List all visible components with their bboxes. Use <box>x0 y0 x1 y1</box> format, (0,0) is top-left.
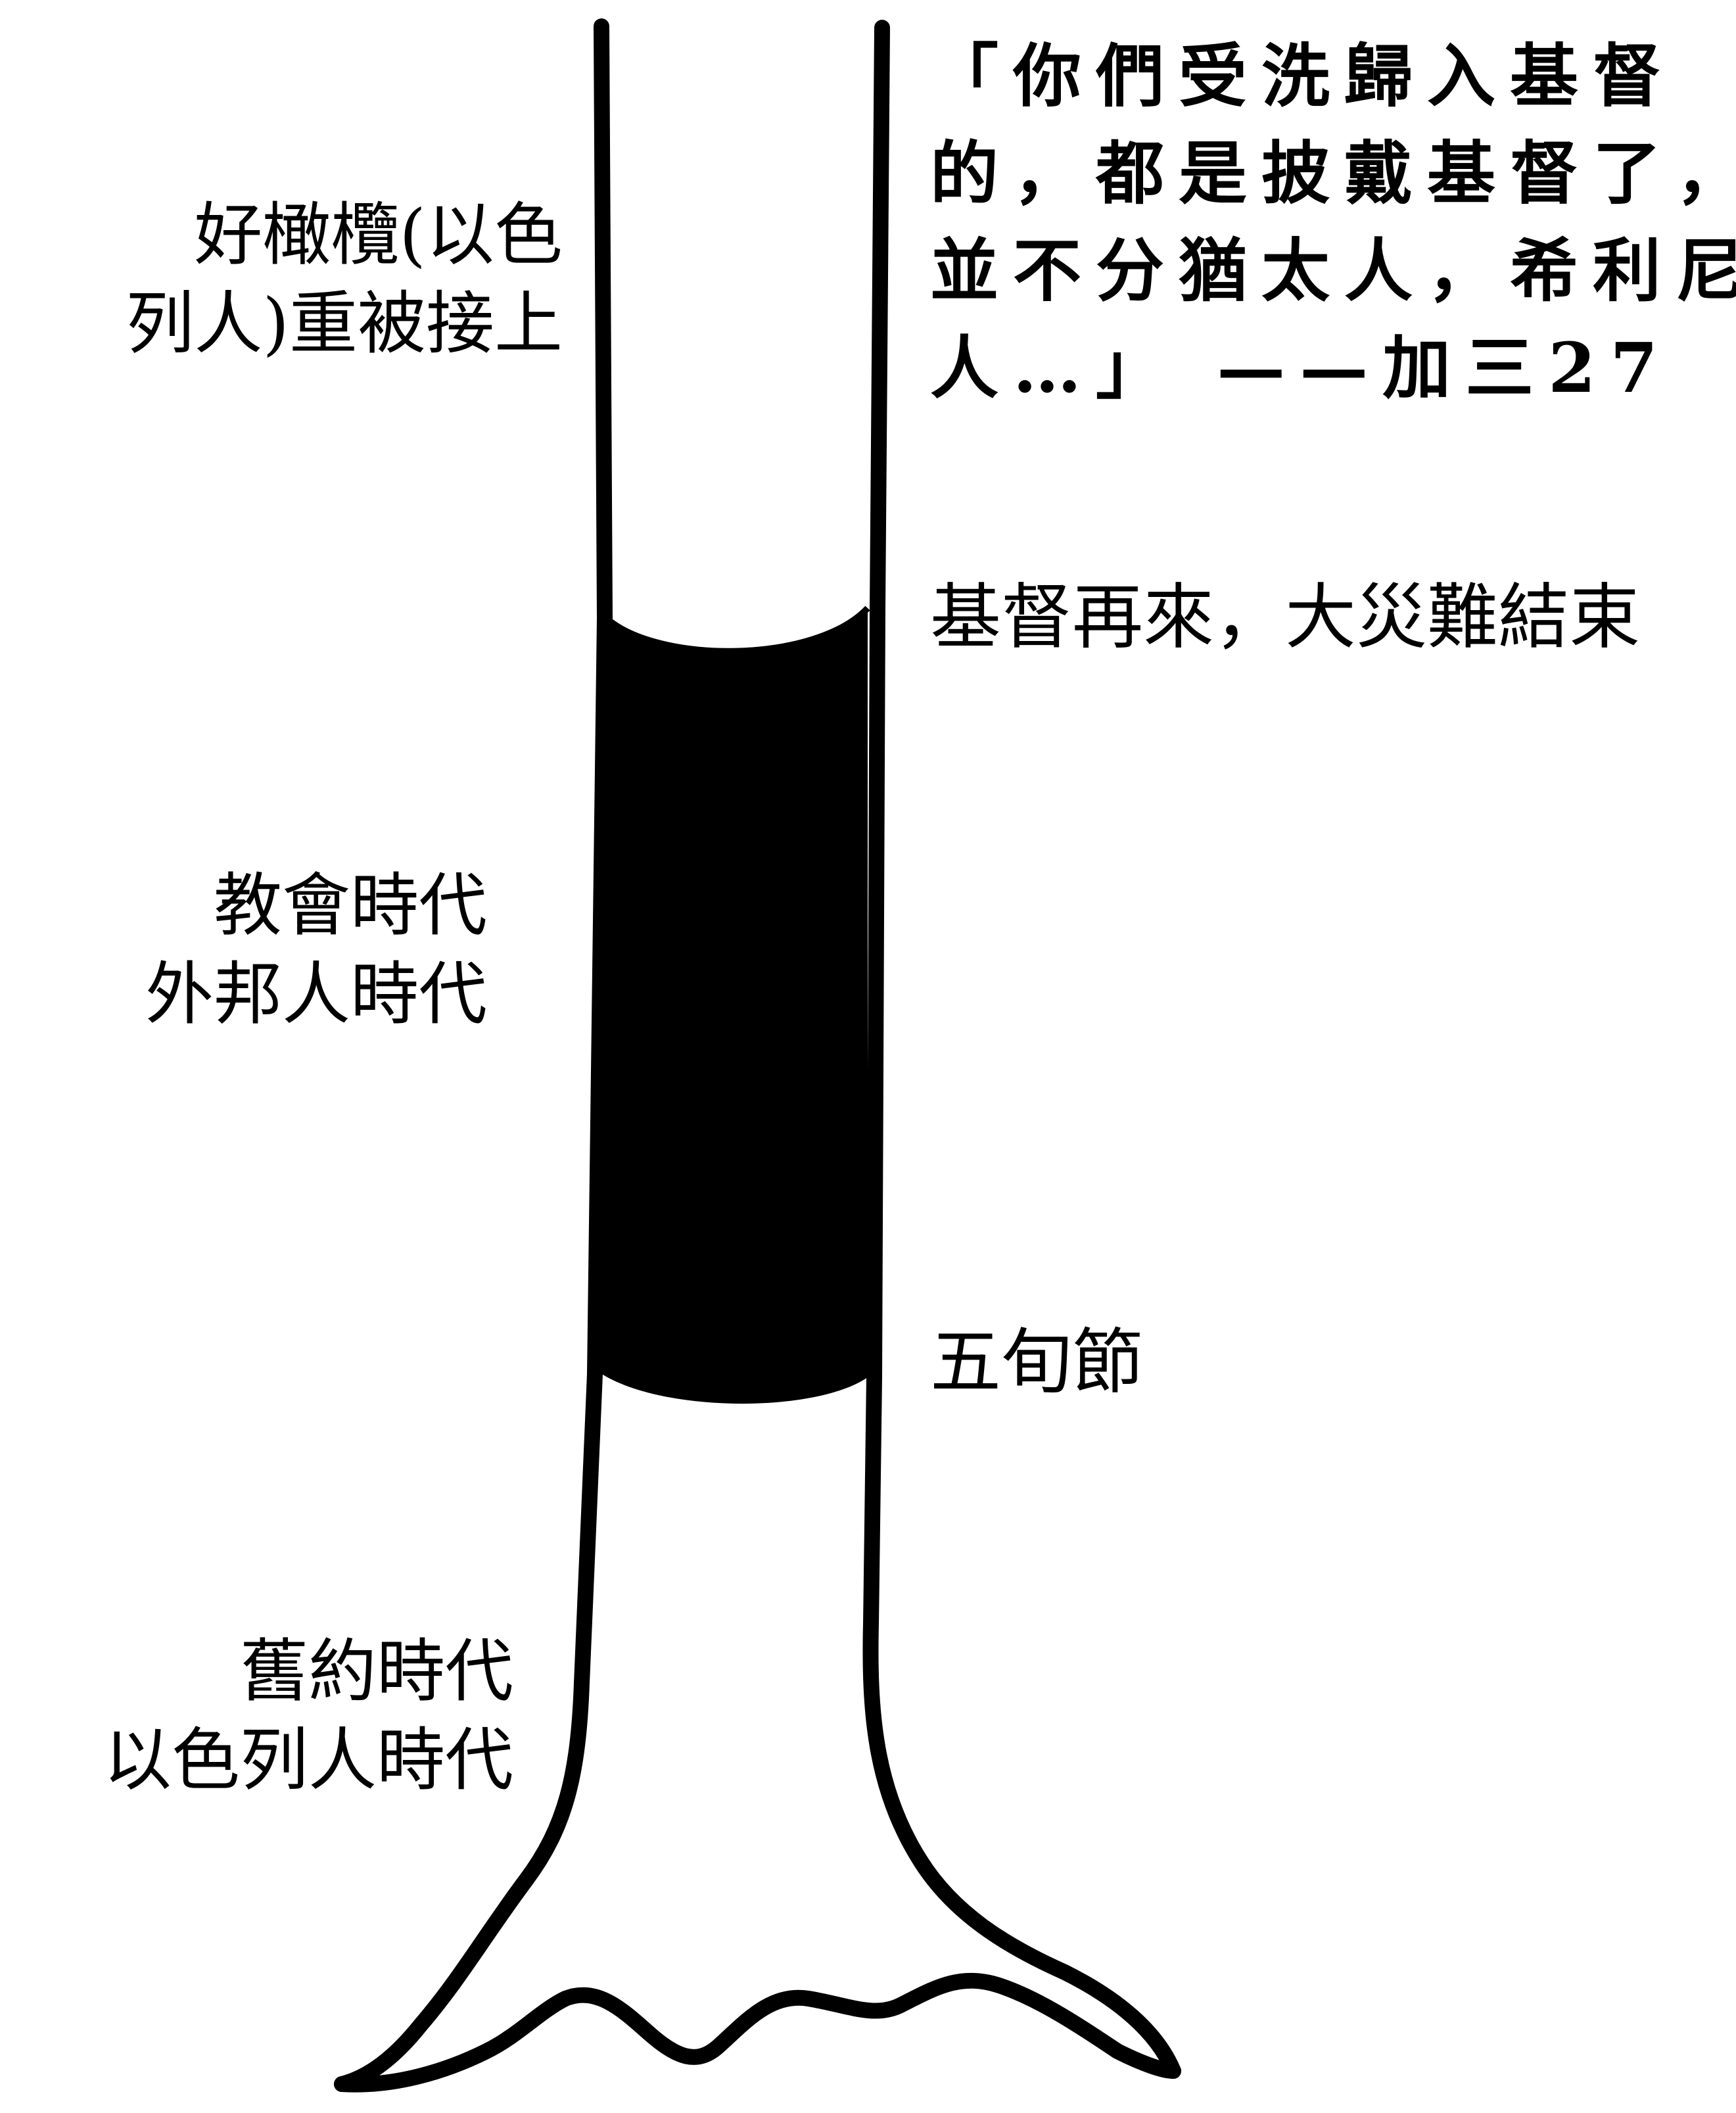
grafted-olive-line-2: 列人)重被接上 <box>126 283 563 364</box>
old-testament-age-line-1: 舊約時代 <box>239 1631 513 1711</box>
scripture-quote-line-2: 的，都是披戴基督了， <box>930 133 1736 214</box>
old-testament-age-label: 舊約時代 以色列人時代 <box>0 1627 513 1805</box>
pentecost-label: 五旬節 <box>930 1321 1144 1404</box>
trunk-right-line <box>862 20 1181 2079</box>
grafted-olive-line-1: 好橄欖(以色 <box>194 195 563 275</box>
scripture-quote-line-1: 「你們受洗歸入基督 <box>930 36 1676 116</box>
old-testament-age-line-2: 以色列人時代 <box>103 1720 513 1800</box>
church-age-line-1: 教會時代 <box>213 865 487 945</box>
tree-roots <box>334 1972 1181 2093</box>
church-age-line-2: 外邦人時代 <box>145 954 487 1034</box>
band-top-curve <box>603 605 870 655</box>
scripture-quote: 「你們受洗歸入基督 的，都是披戴基督了， 並不分猶太人，希利尼 人…」 ——加三… <box>930 28 1736 417</box>
trunk-left-line <box>334 18 613 2092</box>
grafted-olive-label: 好橄欖(以色 列人)重被接上 <box>0 191 563 368</box>
scripture-quote-line-3: 並不分猶太人，希利尼 <box>930 230 1736 311</box>
scripture-quote-line-4: 人…」 ——加三27 <box>930 327 1672 408</box>
church-age-band <box>597 608 868 1404</box>
christ-return-label: 基督再來，大災難結束 <box>930 577 1641 659</box>
church-age-label: 教會時代 外邦人時代 <box>27 861 487 1039</box>
